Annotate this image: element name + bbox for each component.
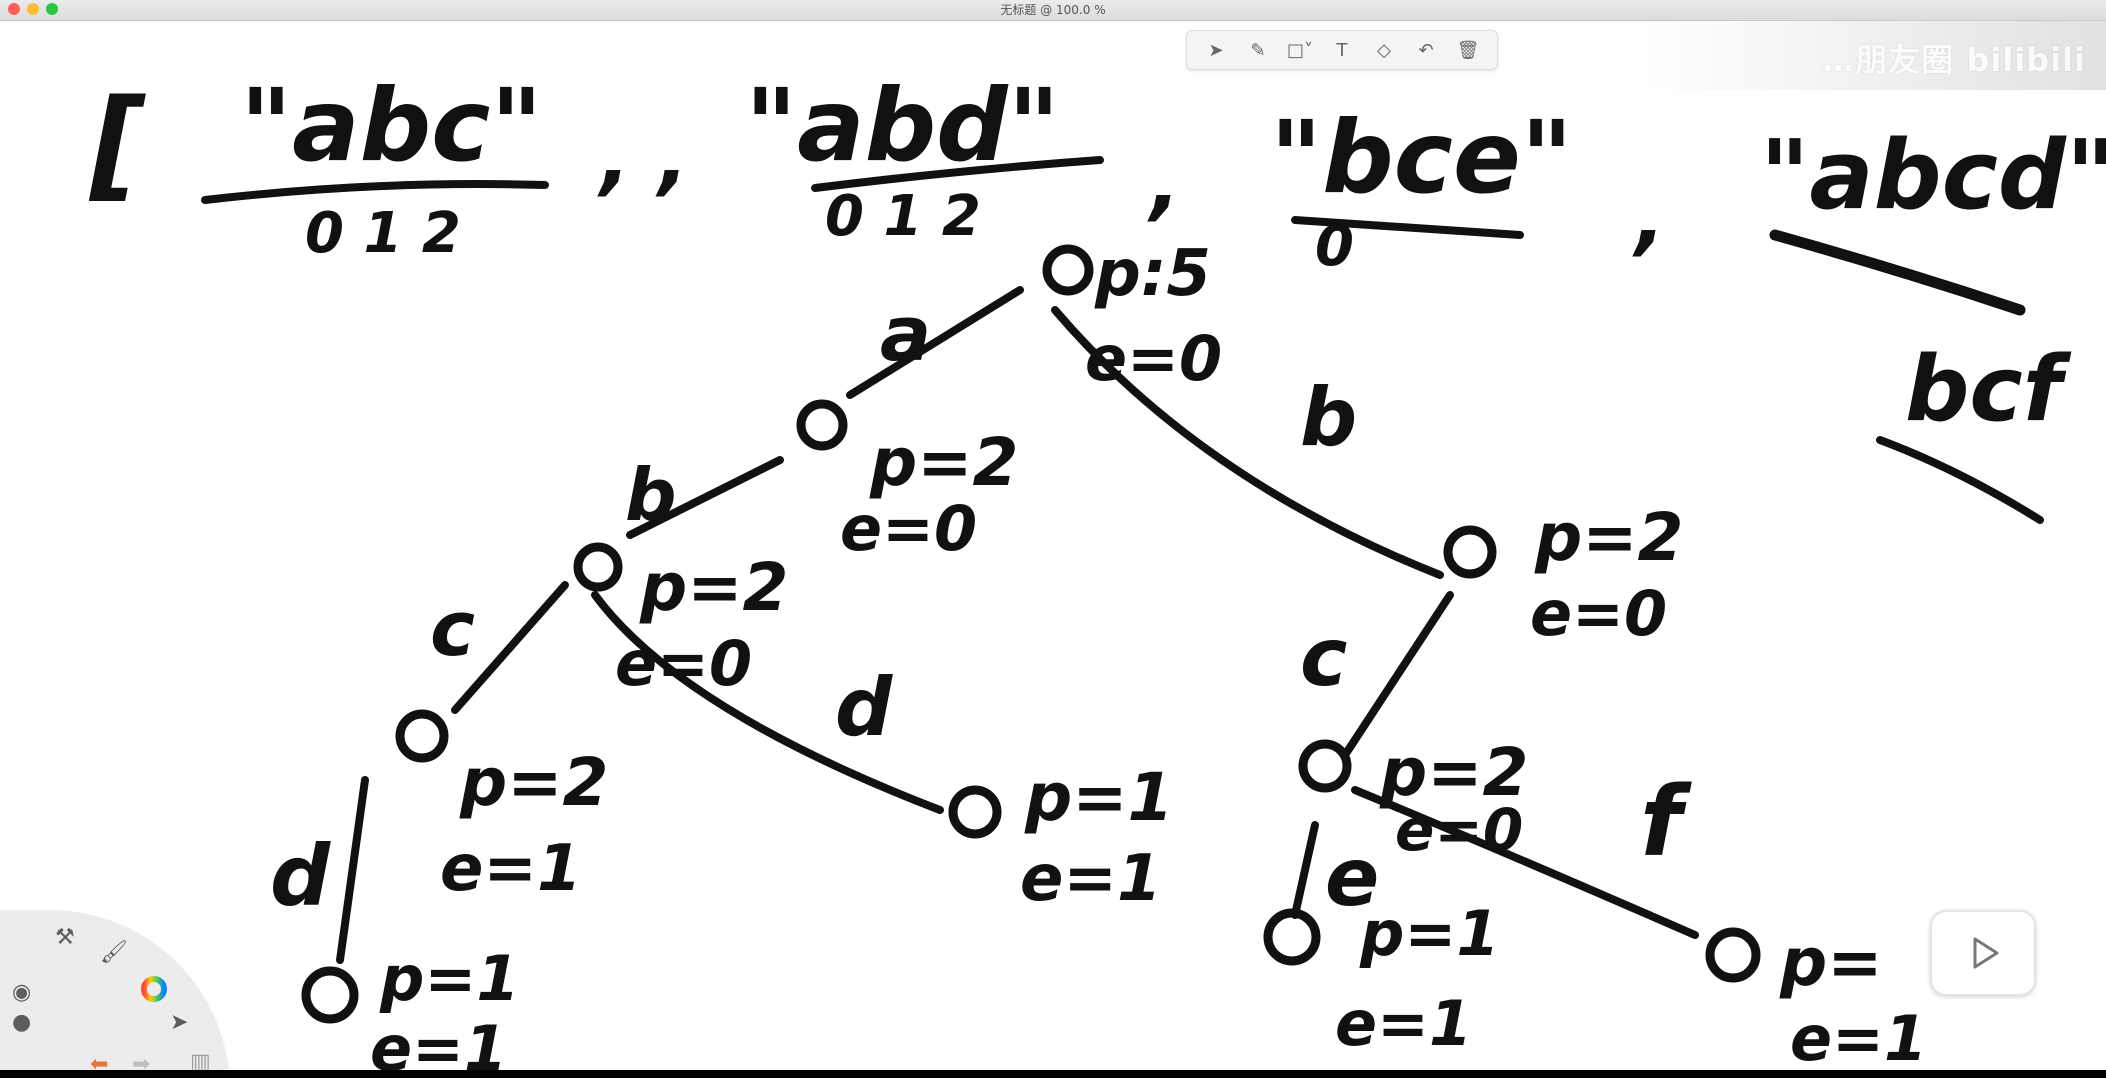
node-abc-p: p=2 — [459, 744, 608, 821]
node-root — [1042, 244, 1094, 296]
node-abc — [395, 709, 449, 763]
index-labels-abd: 0 1 2 — [825, 184, 981, 249]
pencil-icon[interactable]: ✎ — [1250, 39, 1266, 61]
separator-comma: , — [1147, 136, 1180, 229]
node-abcd-p: p=1 — [379, 942, 519, 1015]
node-abc-e: e=1 — [440, 832, 582, 906]
hammer-icon[interactable]: ⚒ — [55, 925, 75, 950]
black-dot-icon[interactable]: ● — [12, 1010, 32, 1035]
node-abd — [948, 785, 1002, 839]
edge-label-f: f — [1640, 766, 1692, 878]
node-root-p: p:5 — [1094, 237, 1211, 311]
node-bce — [1263, 908, 1321, 966]
edge-b-bc — [1341, 591, 1454, 759]
edge-root-a — [846, 286, 1024, 399]
edge-label-b: b — [1300, 371, 1357, 464]
play-icon — [1973, 937, 1999, 969]
trash-icon[interactable]: ▥ — [190, 1050, 211, 1070]
underline-bcf — [1876, 436, 2044, 524]
node-bcf — [1705, 927, 1761, 983]
edge-a-ab — [626, 456, 784, 539]
node-b-p: p=2 — [1534, 499, 1683, 576]
node-bce-e: e=1 — [1335, 987, 1472, 1060]
node-abcd-e: e=1 — [370, 1012, 507, 1070]
index-labels-bce: 0 — [1315, 214, 1354, 279]
node-abd-e: e=1 — [1020, 842, 1162, 916]
edge-root-b — [1051, 306, 1444, 579]
brush-icon[interactable]: 🖌 — [100, 940, 128, 965]
word-abcd: "abcd" — [1760, 121, 2106, 231]
underline-abc — [201, 180, 549, 204]
edge-ab-abc — [451, 581, 569, 714]
square-icon[interactable]: □˅ — [1286, 39, 1313, 61]
drawing-canvas[interactable]: …朋友圈 bilibili — [0, 20, 2106, 1070]
node-a — [796, 399, 848, 451]
word-abd: "abd" — [745, 67, 1060, 184]
minimize-window-button[interactable] — [27, 3, 39, 15]
whiteboard-sketch: [ "abc" "abd" "bce" "abcd" bcf 0 1 2 0 1… — [88, 67, 2106, 1070]
undo-icon[interactable]: ↶ — [1418, 39, 1434, 61]
index-labels-abc: 0 1 2 — [305, 201, 461, 266]
edge-label-b: b — [625, 453, 677, 537]
watermark-backdrop — [1640, 20, 2106, 90]
node-b-e: e=0 — [1530, 577, 1667, 650]
cursor-arrow-icon[interactable]: ➤ — [1208, 39, 1224, 61]
edge-ab-abd — [591, 591, 944, 814]
edge-label-d: d — [270, 827, 331, 925]
node-a-e: e=0 — [840, 492, 977, 565]
separator-comma: , , — [597, 111, 689, 204]
bilibili-watermark: …朋友圈 bilibili — [1822, 41, 2086, 79]
node-ab-p: p=2 — [639, 549, 788, 626]
window-title: 无标题 @ 100.0 % — [1000, 3, 1106, 17]
underline-abcd — [1769, 229, 2026, 316]
word-bce: "bce" — [1270, 99, 1573, 216]
edge-label-c: c — [430, 584, 475, 673]
node-b — [1443, 525, 1497, 579]
node-a-p: p=2 — [869, 424, 1018, 501]
bottom-edge — [0, 1070, 2106, 1078]
edge-label-a: a — [880, 289, 931, 378]
node-abcd — [301, 966, 359, 1024]
underline-abd — [811, 156, 1104, 192]
node-bc-e: e=0 — [1395, 796, 1523, 864]
edge-label-e: e — [1325, 831, 1379, 924]
trash-icon[interactable]: 🗑 — [1456, 39, 1480, 61]
word-bcf: bcf — [1905, 337, 2072, 442]
pointer-icon[interactable]: ➤ — [170, 1010, 189, 1035]
node-bcf-e: e=1 — [1790, 1002, 1927, 1070]
undo-arrow-icon[interactable]: ⬅ — [90, 1052, 109, 1070]
zoom-window-button[interactable] — [46, 3, 58, 15]
separator-comma: , — [1632, 171, 1665, 264]
underline-bce — [1291, 216, 1524, 239]
eraser-icon[interactable]: ◇ — [1377, 39, 1391, 61]
edge-label-d: d — [835, 661, 893, 754]
node-bcf-p: p= — [1779, 924, 1883, 1001]
annotation-toolbar: ➤ ✎ □˅ T ◇ ↶ 🗑 — [1186, 30, 1498, 70]
edge-label-c: c — [1300, 611, 1347, 704]
edge-bc-bce — [1291, 821, 1319, 919]
open-bracket: [ — [88, 75, 146, 214]
color-wheel-icon[interactable] — [140, 975, 168, 1009]
close-window-button[interactable] — [8, 3, 20, 15]
node-ab — [573, 542, 623, 592]
node-bc — [1298, 739, 1352, 793]
word-abc: "abc" — [240, 67, 543, 184]
edge-bc-bcf — [1351, 786, 1699, 939]
play-button[interactable] — [1930, 910, 2036, 996]
node-root-e: e=0 — [1085, 322, 1222, 395]
title-bar[interactable]: 无标题 @ 100.0 % — [0, 0, 2106, 21]
redo-arrow-icon[interactable]: ➡ — [132, 1052, 151, 1070]
node-abd-p: p=1 — [1024, 759, 1173, 836]
edge-abc-abcd — [336, 776, 369, 964]
node-bce-p: p=1 — [1359, 897, 1499, 970]
user-icon[interactable]: ◉ — [12, 980, 32, 1005]
text-icon[interactable]: T — [1336, 39, 1348, 61]
node-bc-p: p=2 — [1379, 734, 1528, 811]
node-ab-e: e=0 — [615, 627, 752, 700]
